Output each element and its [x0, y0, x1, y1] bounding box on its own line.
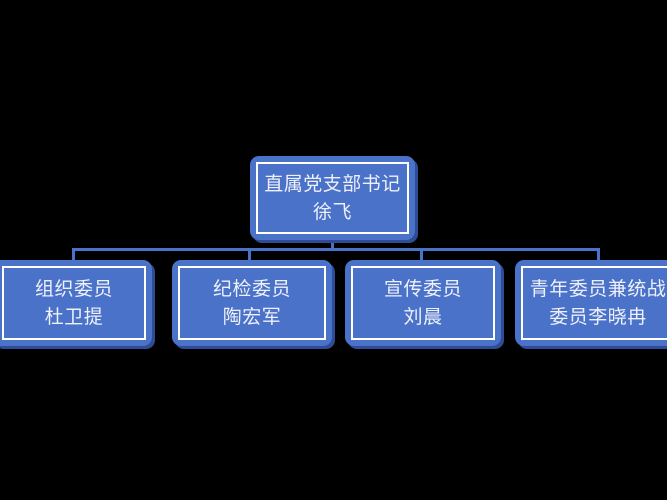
org-node-root-title: 直属党支部书记	[264, 173, 401, 195]
org-node-child-1-inner: 纪检委员 陶宏军	[178, 266, 326, 340]
org-node-child-2[interactable]: 宣传委员 刘晨	[345, 260, 501, 346]
org-node-child-0-inner: 组织委员 杜卫提	[2, 266, 146, 340]
org-node-child-2-name: 刘晨	[403, 306, 443, 328]
org-node-child-2-title: 宣传委员	[383, 278, 462, 300]
org-node-child-3-name: 委员李晓冉	[549, 306, 647, 328]
connector-drop-child-0	[72, 248, 75, 262]
org-node-child-0[interactable]: 组织委员 杜卫提	[0, 260, 152, 346]
org-node-child-3[interactable]: 青年委员兼统战 委员李晓冉	[515, 260, 667, 346]
org-node-root-name: 徐飞	[312, 201, 352, 223]
org-node-child-1-title: 纪检委员	[212, 278, 291, 300]
org-node-root-inner: 直属党支部书记 徐飞	[256, 162, 409, 234]
org-node-child-3-title: 青年委员兼统战	[529, 278, 667, 300]
org-node-child-1[interactable]: 纪检委员 陶宏军	[172, 260, 332, 346]
connector-horizontal-bus	[72, 248, 600, 251]
org-node-child-2-inner: 宣传委员 刘晨	[351, 266, 495, 340]
connector-drop-child-3	[597, 248, 600, 262]
connector-drop-child-2	[420, 248, 423, 262]
org-node-child-0-name: 杜卫提	[44, 306, 104, 328]
org-node-child-0-title: 组织委员	[34, 278, 113, 300]
org-node-root[interactable]: 直属党支部书记 徐飞	[250, 156, 415, 240]
connector-drop-child-1	[248, 248, 251, 262]
org-node-child-1-name: 陶宏军	[222, 306, 282, 328]
connector-root-stem	[331, 240, 334, 251]
org-node-child-3-inner: 青年委员兼统战 委员李晓冉	[521, 266, 667, 340]
